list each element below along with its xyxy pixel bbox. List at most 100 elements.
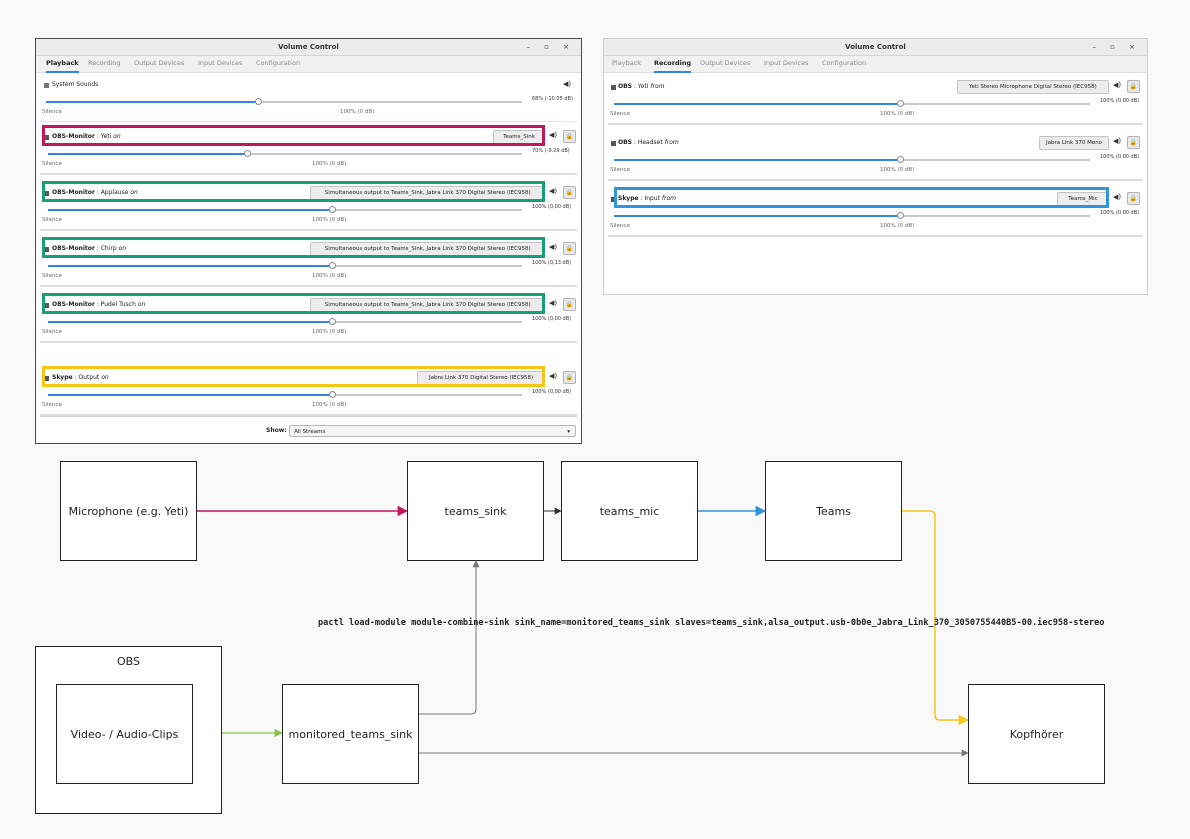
lock-channels-icon[interactable]: 🔒 [1127, 192, 1140, 205]
level-value: 100% (0,00 dB) [1100, 210, 1140, 216]
device-select-button[interactable]: Yeti Stereo Microphone Digital Stereo (I… [956, 80, 1109, 94]
volume-slider-knob[interactable] [329, 318, 336, 325]
stream-verb: on [118, 245, 127, 252]
tab-output-devices[interactable]: Output Devices [700, 59, 751, 67]
stream-app-name: OBS-Monitor [52, 301, 95, 308]
lock-channels-icon[interactable]: 🔒 [563, 298, 576, 311]
peak-meter [40, 229, 577, 231]
window-title: Volume Control [845, 43, 906, 51]
stream-name: OBS-Monitor : Applause on [52, 189, 138, 196]
stream-app-name: Skype [52, 374, 73, 381]
volume-slider[interactable] [46, 101, 522, 103]
mute-icon[interactable]: ◀) [1113, 193, 1122, 201]
app-icon [611, 141, 616, 146]
volume-slider-knob[interactable] [329, 206, 336, 213]
mute-icon[interactable]: ◀) [563, 80, 572, 88]
level-silence: Silence [42, 109, 62, 115]
volume-slider-knob[interactable] [897, 156, 904, 163]
mute-icon[interactable]: ◀) [1113, 137, 1122, 145]
mute-icon[interactable]: ◀) [549, 243, 558, 251]
volume-slider-knob[interactable] [255, 98, 262, 105]
app-icon [611, 85, 616, 90]
mute-icon[interactable]: ◀) [549, 299, 558, 307]
stream-verb: from [661, 195, 677, 202]
tab-recording[interactable]: Recording [654, 56, 692, 73]
level-100: 100% (0 dB) [340, 109, 375, 115]
lock-channels-icon[interactable]: 🔒 [563, 186, 576, 199]
window-controls[interactable]: – ▫ × [526, 43, 575, 51]
level-value: 100% (0,13 dB) [532, 260, 572, 266]
level-silence: Silence [610, 223, 630, 229]
mute-icon[interactable]: ◀) [549, 187, 558, 195]
tab-configuration[interactable]: Configuration [256, 59, 301, 67]
mute-icon[interactable]: ◀) [549, 372, 558, 380]
stream-app-name: Skype [618, 195, 639, 202]
stream-media-name: Applause [100, 189, 129, 196]
mute-icon[interactable]: ◀) [1113, 81, 1122, 89]
app-icon [44, 191, 49, 196]
window-title: Volume Control [278, 43, 339, 51]
lock-channels-icon[interactable]: 🔒 [563, 130, 576, 143]
volume-slider-knob[interactable] [329, 391, 336, 398]
level-value: 100% (0,00 dB) [1100, 98, 1140, 104]
tab-configuration[interactable]: Configuration [822, 59, 867, 67]
lock-channels-icon[interactable]: 🔒 [1127, 136, 1140, 149]
volume-slider-knob[interactable] [329, 262, 336, 269]
app-icon [611, 197, 616, 202]
level-value: 100% (0,00 dB) [532, 389, 572, 395]
level-100: 100% (0 dB) [880, 223, 915, 229]
level-100: 100% (0 dB) [312, 329, 347, 335]
pactl-command-label: pactl load-module module-combine-sink si… [318, 618, 1105, 628]
speaker-icon [44, 83, 49, 88]
level-silence: Silence [42, 217, 62, 223]
system-sounds-label: System Sounds [52, 81, 99, 88]
stream-media-name: Chirp [100, 245, 117, 252]
peak-meter [608, 235, 1143, 237]
stream-verb: on [113, 133, 121, 140]
level-value: 68% (-10.05 dB) [532, 96, 573, 102]
lock-channels-icon[interactable]: 🔒 [1127, 80, 1140, 93]
level-silence: Silence [42, 402, 62, 408]
lock-channels-icon[interactable]: 🔒 [563, 371, 576, 384]
stream-app-name: OBS-Monitor [52, 133, 95, 140]
level-100: 100% (0 dB) [312, 161, 347, 167]
level-100: 100% (0 dB) [880, 111, 915, 117]
tab-input-devices[interactable]: Input Devices [198, 59, 243, 67]
show-streams-select[interactable]: All Streams ▾ [289, 425, 576, 437]
level-silence: Silence [610, 167, 630, 173]
node-teams-sink: teams_sink [407, 461, 544, 561]
volume-slider-knob[interactable] [244, 150, 251, 157]
stream-media-name: Yeti [637, 83, 649, 90]
stream-row: OBS : Yeti from Yeti Stereo Microphone Di… [604, 79, 1147, 134]
tab-input-devices[interactable]: Input Devices [764, 59, 809, 67]
device-select-button[interactable]: Jabra Link 370 Mono [1039, 136, 1109, 150]
lock-channels-icon[interactable]: 🔒 [563, 242, 576, 255]
stream-verb: on [137, 301, 146, 308]
stream-name: OBS-Monitor : Pudel Tusch on [52, 301, 146, 308]
edge-monitored-to-teams-sink [419, 560, 480, 715]
window-controls[interactable]: – ▫ × [1092, 43, 1141, 51]
tab-recording[interactable]: Recording [88, 59, 121, 67]
stream-media-name: Input [644, 195, 660, 202]
stream-name: Skype : Input from [618, 195, 677, 202]
app-icon [44, 303, 49, 308]
recording-titlebar[interactable]: Volume Control – ▫ × [604, 39, 1147, 56]
volume-slider-fill [48, 321, 332, 323]
stream-verb: from [650, 83, 665, 90]
tab-playback[interactable]: Playback [46, 56, 79, 73]
system-sounds-row: System Sounds ◀) Silence 100% (0 dB) 68%… [36, 77, 581, 132]
edge-teams-to-kopfhoerer [902, 510, 970, 726]
level-silence: Silence [42, 273, 62, 279]
volume-slider-knob[interactable] [897, 212, 904, 219]
tab-output-devices[interactable]: Output Devices [134, 59, 185, 67]
node-teams: Teams [765, 461, 902, 561]
mute-icon[interactable]: ◀) [549, 131, 558, 139]
volume-slider-knob[interactable] [897, 100, 904, 107]
stream-app-name: OBS-Monitor [52, 245, 95, 252]
stream-name: OBS : Yeti from [618, 83, 665, 90]
tab-playback[interactable]: Playback [612, 59, 642, 67]
playback-titlebar[interactable]: Volume Control – ▫ × [36, 39, 581, 56]
volume-slider[interactable] [48, 153, 522, 155]
row-separator [40, 121, 577, 122]
